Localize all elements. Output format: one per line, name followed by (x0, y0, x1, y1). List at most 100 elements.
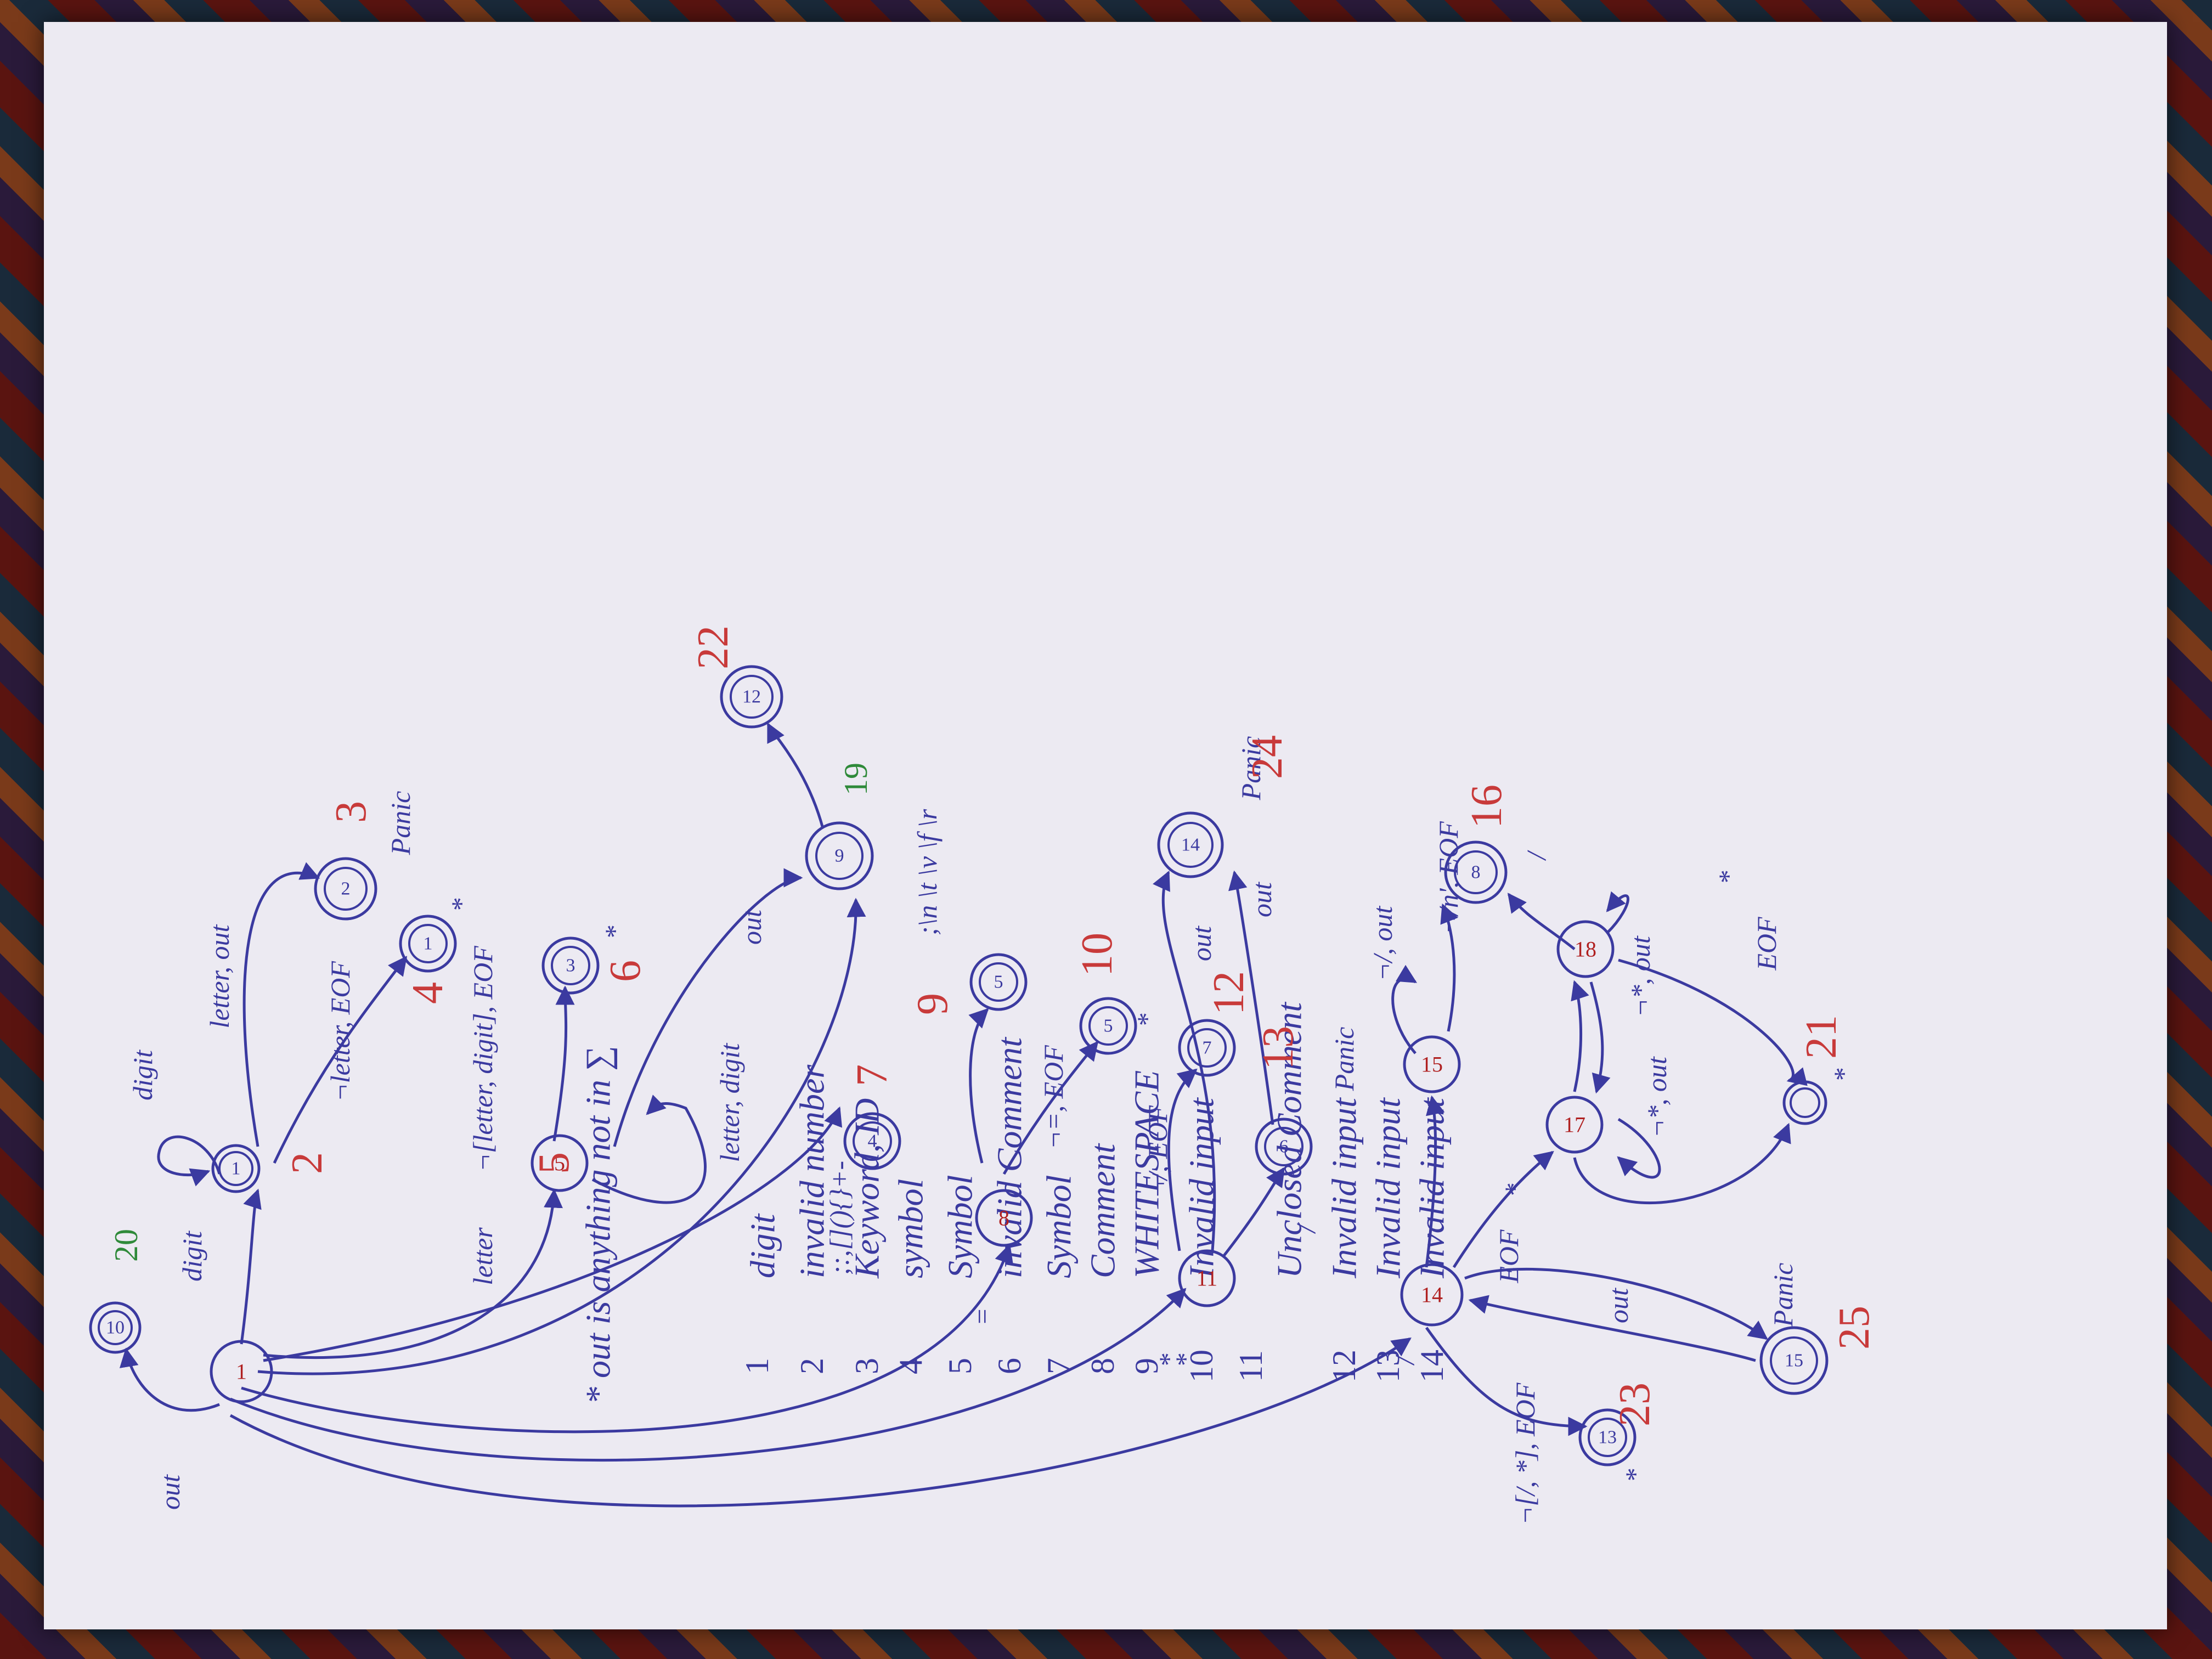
svg-text:*: * (1131, 1014, 1162, 1028)
svg-text:*: * (1620, 1469, 1650, 1483)
legend-num: 7 (1041, 1358, 1077, 1374)
edge-15-self (1391, 964, 1418, 1054)
accept-comment: 8 (1444, 840, 1508, 904)
svg-text:*: * (1499, 1184, 1530, 1198)
svg-text:*: * (1153, 1354, 1184, 1368)
edge-1-to-8 (241, 1243, 1013, 1434)
svg-text:¬[letter, digit], EOF: ¬[letter, digit], EOF (467, 946, 498, 1172)
edge-1-to-9 (257, 898, 866, 1375)
svg-text:Panic: Panic (1329, 1027, 1359, 1092)
state-letter: 5 (531, 1134, 589, 1192)
svg-text:9: 9 (909, 993, 957, 1015)
edge-1-to-4 (263, 1106, 842, 1362)
edge-2-self (157, 1135, 221, 1187)
svg-text:22: 22 (689, 625, 737, 669)
edge-18-self (1606, 891, 1629, 934)
edge-18-to-17 (1589, 981, 1611, 1094)
svg-text:*: * (445, 899, 476, 912)
accept-unclosed-comment: 11 (1782, 1080, 1827, 1125)
svg-text:12: 12 (742, 687, 761, 707)
svg-text:7: 7 (1203, 1038, 1212, 1058)
state-block-star: 18 (1556, 920, 1615, 978)
accept-digit: 1 (399, 915, 457, 973)
legend-num: 9 (1128, 1358, 1165, 1374)
svg-text:¬*, out: ¬*, out (1641, 1056, 1672, 1138)
svg-text:out: out (155, 1474, 185, 1510)
legend-num: 14 (1414, 1350, 1450, 1383)
svg-text:25: 25 (1830, 1306, 1878, 1350)
svg-text:5: 5 (994, 972, 1003, 992)
legend-text: Invalid input (1413, 1097, 1452, 1279)
svg-text:6: 6 (1279, 1137, 1289, 1157)
svg-text:4: 4 (404, 982, 452, 1004)
svg-text:23: 23 (1611, 1383, 1659, 1426)
svg-text:5: 5 (554, 1151, 565, 1176)
svg-text:out: out (1246, 882, 1277, 917)
svg-text:12: 12 (1205, 971, 1253, 1015)
svg-text:11: 11 (1796, 1093, 1814, 1113)
svg-text:6: 6 (601, 960, 650, 982)
svg-text:9: 9 (835, 846, 844, 866)
svg-text:8: 8 (1471, 862, 1481, 883)
svg-text:1: 1 (424, 934, 433, 954)
svg-text:4: 4 (868, 1131, 877, 1152)
edge-1-to-5 (263, 1188, 563, 1359)
svg-text:Panic: Panic (385, 791, 416, 856)
svg-text:¬*, out: ¬*, out (1625, 935, 1656, 1017)
svg-text:13: 13 (1254, 1026, 1302, 1070)
svg-text:5: 5 (1104, 1016, 1113, 1036)
svg-text:;:,[](){}+-: ;:,[](){}+- (824, 1161, 855, 1275)
svg-text:7: 7 (848, 1064, 896, 1086)
svg-text:20: 20 (108, 1229, 144, 1262)
svg-text:¬/, out: ¬/, out (1367, 906, 1398, 981)
state-slash: 11 (1178, 1249, 1236, 1307)
states: 1 1 5 8 11 14 15 17 (89, 665, 1829, 1466)
legend-num: 2 (794, 1358, 830, 1374)
svg-text:¬letter, EOF: ¬letter, EOF (325, 961, 356, 1102)
svg-text:EOF: EOF (1493, 1229, 1524, 1284)
accept-invalid-input-10: 10 (89, 1301, 142, 1354)
svg-text:5: 5 (530, 1152, 578, 1174)
svg-text:Panic: Panic (1768, 1263, 1798, 1328)
edge-14-to-17 (1452, 1150, 1554, 1268)
svg-text:digit: digit (177, 1231, 207, 1282)
accept-keyword-id: 3 (541, 936, 600, 995)
svg-text:¬[/, *], EOF: ¬[/, *], EOF (1510, 1383, 1541, 1525)
svg-text:=: = (967, 1307, 997, 1326)
accept-symbol-slash: 7 (1178, 1019, 1236, 1077)
edge-18-to-21 (1618, 958, 1808, 1086)
edge-1-to-20 (119, 1347, 220, 1412)
edge-15b-to-14 (1468, 1295, 1756, 1362)
edge-15-to-8 (1440, 903, 1458, 1032)
svg-text:14: 14 (1181, 835, 1200, 855)
svg-text:15: 15 (1421, 1052, 1443, 1077)
legend-num: 6 (991, 1358, 1028, 1374)
state-star: 14 (1400, 1263, 1464, 1327)
svg-text:2: 2 (283, 1152, 331, 1174)
legend-text: invalid number (793, 1064, 832, 1278)
svg-text:letter, digit: letter, digit (714, 1043, 745, 1163)
state-block-comment: 17 (1545, 1096, 1604, 1154)
edge-11-to-7 (1167, 1068, 1198, 1251)
svg-text:21: 21 (1797, 1015, 1846, 1059)
svg-text:8: 8 (998, 1206, 1009, 1231)
legend-num: 10 (1183, 1350, 1220, 1383)
legend-text: Keyword, ID (848, 1098, 887, 1279)
legend-text: Symbol (1040, 1175, 1079, 1278)
legend-text: WHITESPACE (1127, 1070, 1166, 1278)
edge-6-to-14 (1228, 870, 1274, 1125)
svg-text:10: 10 (106, 1318, 125, 1338)
accept-symbol: 4 (843, 1112, 901, 1170)
edge-14-to-15b (1464, 1267, 1768, 1340)
edge-14-to-15 (1425, 1095, 1445, 1268)
legend-num: 13 (1370, 1350, 1406, 1383)
legend-num: 5 (942, 1358, 978, 1374)
svg-text:¬/, EOF: ¬/, EOF (1142, 1105, 1173, 1199)
svg-text:out: out (736, 909, 767, 945)
svg-text:2: 2 (341, 879, 351, 899)
edge-1-to-14 (229, 1337, 1412, 1508)
accept-invalid-comment: 6 (1255, 1118, 1313, 1176)
svg-text:Panic: Panic (1235, 736, 1266, 801)
legend-text: Comment (1084, 1142, 1122, 1278)
